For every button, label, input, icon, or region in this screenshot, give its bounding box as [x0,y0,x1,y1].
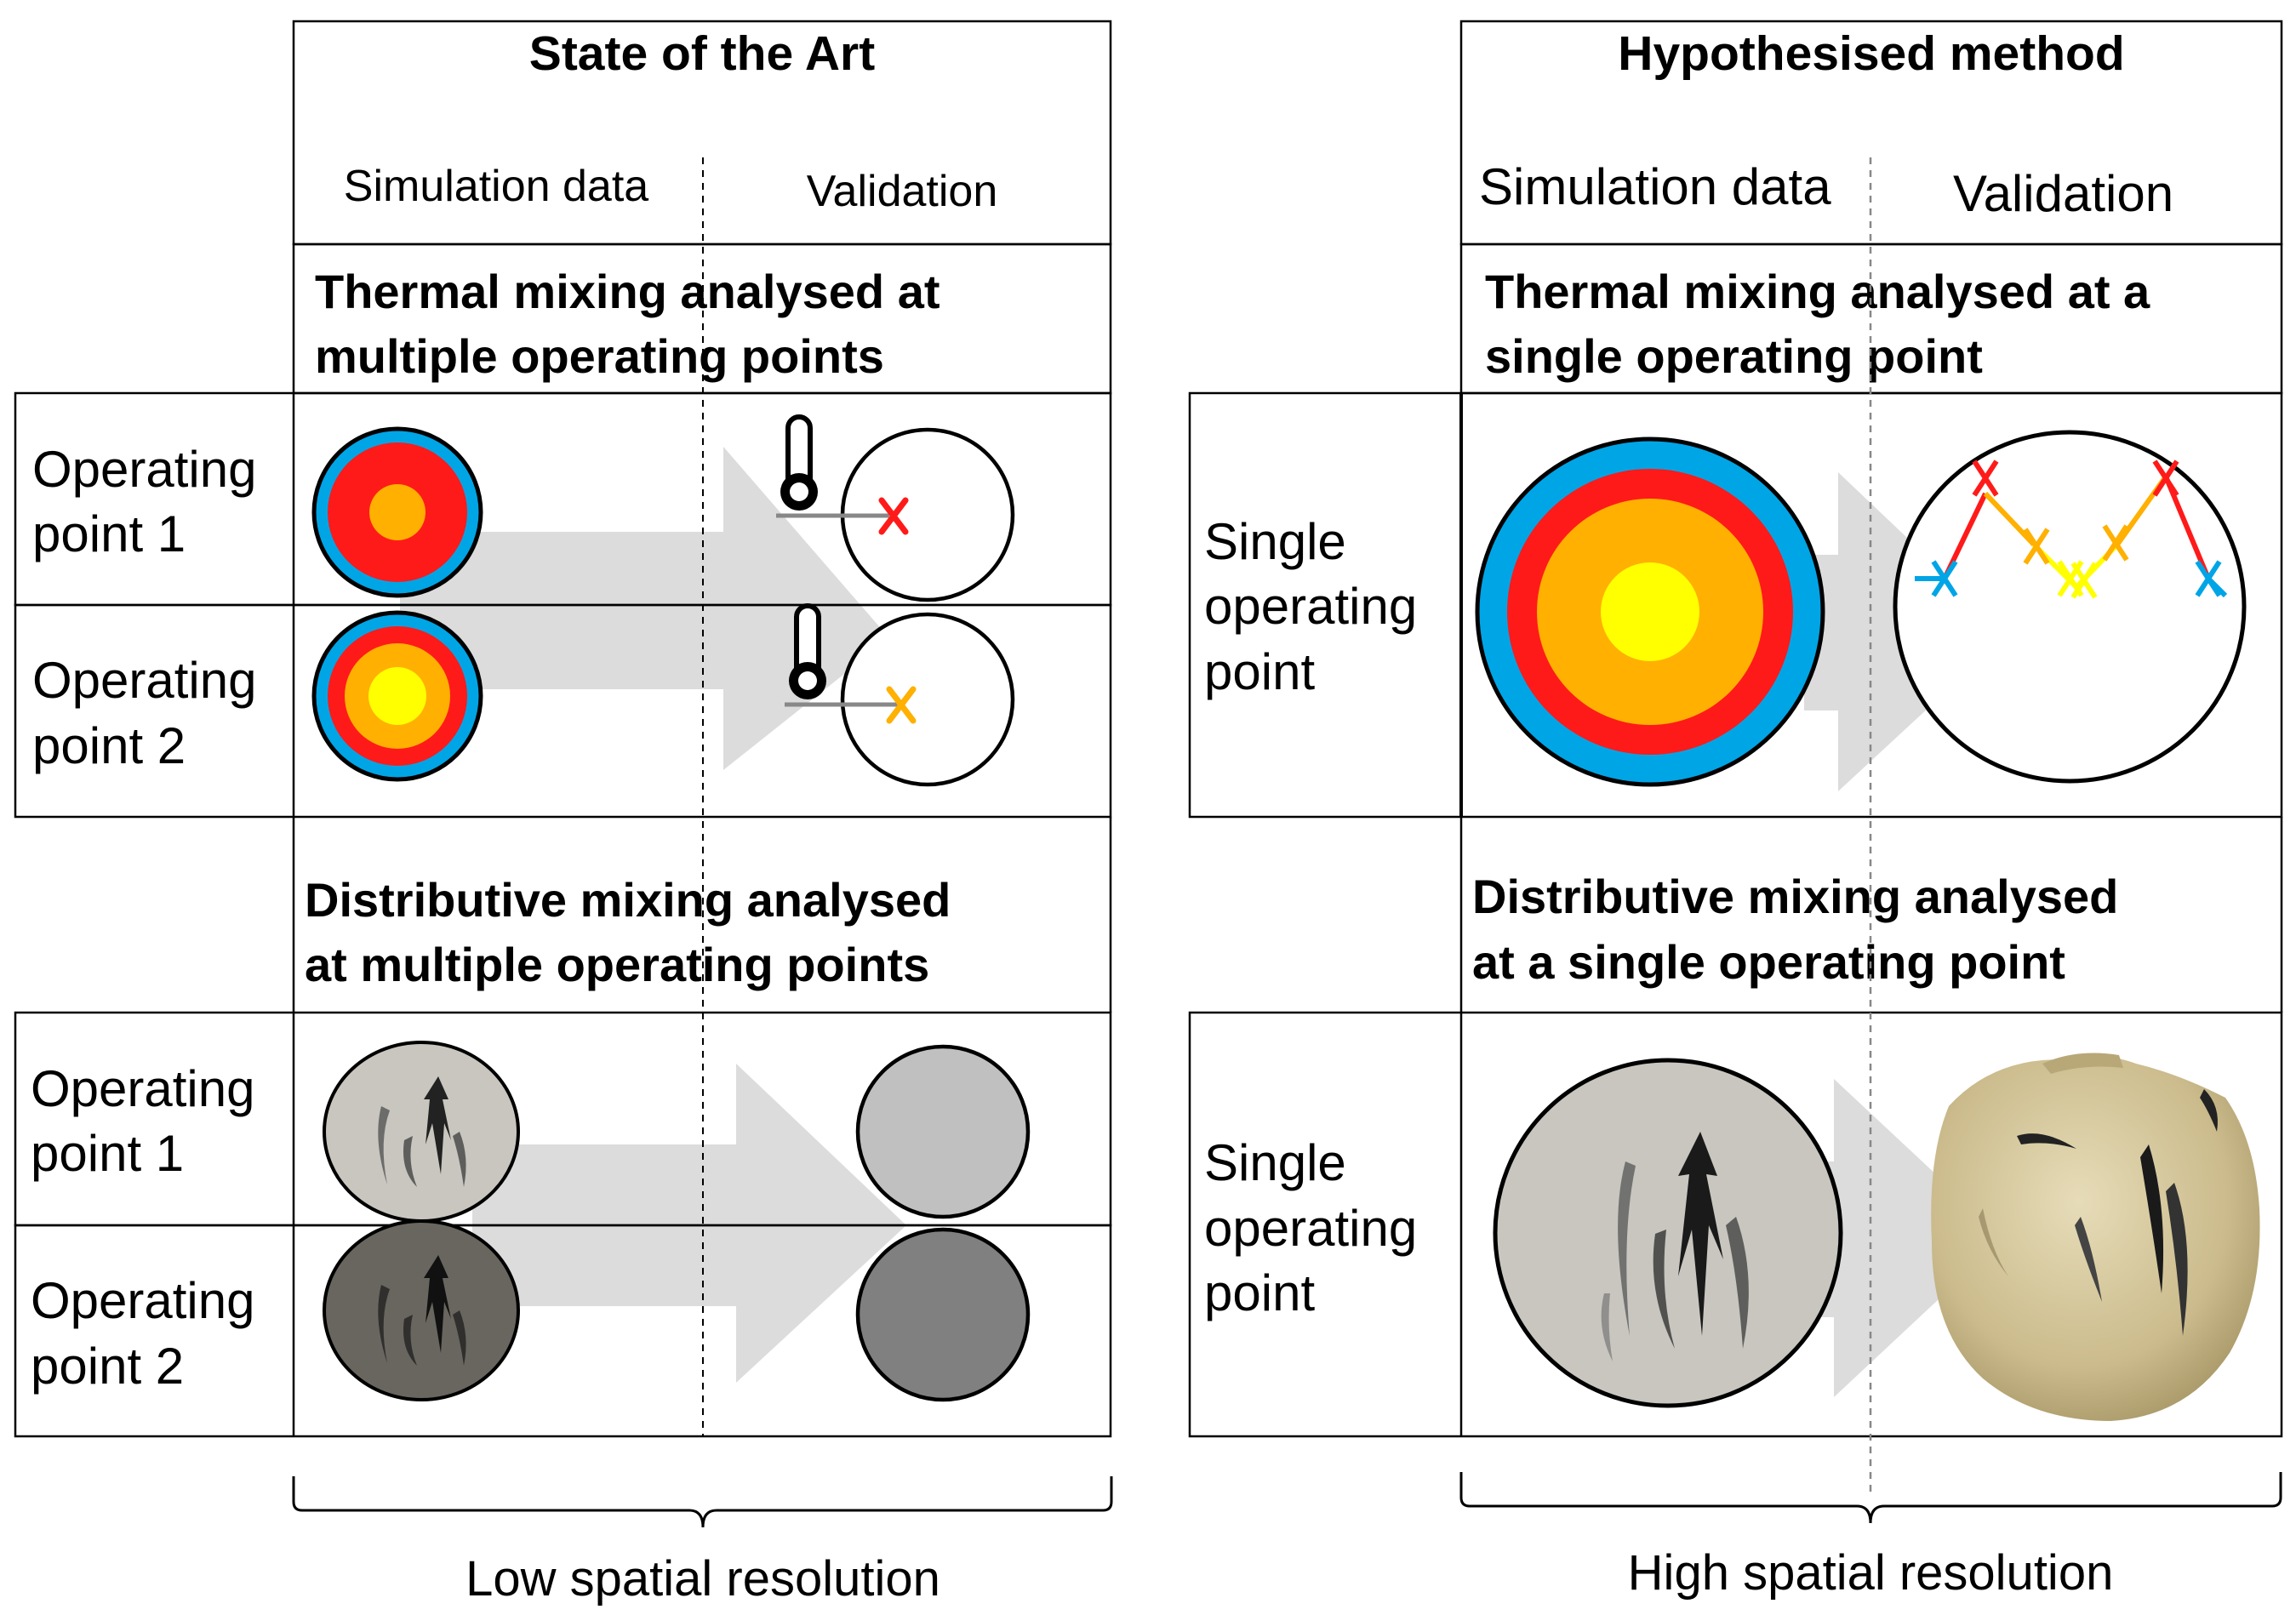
cross-marker-icon [1931,560,2222,597]
thermal-arrow [400,447,889,770]
left-thermal-row-2-label-a: Operating [32,652,257,709]
left-col-validation: Validation [807,167,998,216]
left-panel: State of the Art Simulation data Validat… [14,20,1113,1606]
right-thermal-row-label-b: operating [1204,578,1417,635]
right-bracket [1459,1472,2282,1524]
left-title: State of the Art [529,26,875,81]
thermal-validation-circle-large [1893,430,2247,784]
distributive-arrow [1813,1079,2004,1397]
validation-sample-image [1931,1053,2260,1421]
distributive-validation-circle-2 [855,1227,1031,1402]
cross-marker-icon [886,686,917,724]
left-thermal-heading-line1: Thermal mixing analysed at [315,265,940,318]
left-distributive-row-2-label-b: point 2 [31,1338,184,1395]
left-thermal-row-1-label-a: Operating [32,441,257,498]
left-thermal-row-2 [14,603,1112,819]
right-thermal-heading-line1: Thermal mixing analysed at a [1485,265,2150,318]
distributive-arrow [472,1064,906,1383]
right-distributive-heading-line1: Distributive mixing analysed [1472,870,2118,923]
cross-marker-icon [2023,524,2129,565]
cross-marker-icon [1972,459,2179,497]
right-thermal-row-label-a: Single [1204,513,1346,570]
thermal-validation-circle-2 [840,612,1015,787]
cross-marker-icon [878,497,909,535]
thermal-sim-circle-1 [311,426,483,598]
thermal-sim-circle-2 [311,610,483,782]
thermometer-icon [776,414,889,518]
distributive-sim-circle-2 [323,1219,520,1401]
right-thermal-row-label-c: point [1204,643,1315,700]
right-thermal-heading-line2: single operating point [1485,329,1983,383]
left-thermal-heading-line2: multiple operating points [315,329,884,383]
right-col-simulation: Simulation data [1479,158,1831,215]
left-bracket [292,1476,1113,1528]
left-thermal-row-1-label-b: point 1 [32,505,186,562]
thermal-sim-circle-large [1475,437,1825,787]
distributive-sim-circle-1 [323,1041,520,1223]
right-distributive-row [1188,1011,2283,1438]
right-col-validation: Validation [1953,165,2173,222]
thermometer-icon [785,603,898,707]
right-distributive-row-label-b: operating [1204,1200,1417,1257]
left-distributive-row-1-label-a: Operating [31,1060,255,1117]
left-resolution-label: Low spatial resolution [465,1551,940,1606]
left-distributive-heading-line1: Distributive mixing analysed [305,873,951,927]
left-distributive-row-2-label-a: Operating [31,1272,255,1329]
distributive-sim-circle-large [1493,1058,1843,1408]
left-col-simulation: Simulation data [344,162,649,211]
left-thermal-row-2-label-b: point 2 [32,717,186,774]
right-distributive-heading-line2: at a single operating point [1472,935,2065,989]
left-distributive-row-2 [14,1224,1112,1438]
cross-marker-icon [2057,560,2098,599]
right-panel: Hypothesised method Simulation data Vali… [1188,20,2283,1601]
distributive-validation-circle-1 [855,1044,1031,1219]
right-distributive-row-label-a: Single [1204,1134,1346,1191]
right-distributive-row-label-c: point [1204,1264,1315,1321]
left-distributive-row-1-label-b: point 1 [31,1125,184,1182]
right-resolution-label: High spatial resolution [1628,1545,2114,1601]
right-thermal-row [1188,391,2283,819]
right-title: Hypothesised method [1618,26,2124,81]
left-distributive-heading-line2: at multiple operating points [305,938,929,991]
